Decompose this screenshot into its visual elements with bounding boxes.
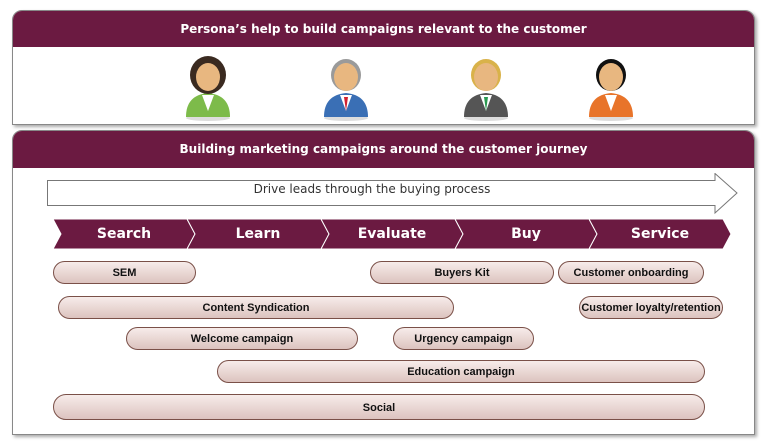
campaign-customer-loyalty-retention: Customer loyalty/retention	[579, 296, 723, 319]
campaign-sem: SEM	[53, 261, 196, 284]
persona-icon	[183, 55, 233, 121]
persona-icon	[586, 55, 636, 121]
process-arrow-label: Drive leads through the buying process	[253, 182, 491, 196]
stage-evaluate: Evaluate	[321, 219, 463, 249]
journey-panel: Building marketing campaigns around the …	[12, 130, 755, 435]
journey-title: Building marketing campaigns around the …	[13, 131, 754, 168]
stage-search: Search	[53, 219, 195, 249]
stage-label: Evaluate	[357, 226, 427, 242]
campaign-content-syndication: Content Syndication	[58, 296, 454, 319]
campaign-social: Social	[53, 394, 705, 420]
persona-icon	[461, 55, 511, 121]
campaign-welcome-campaign: Welcome campaign	[126, 327, 358, 350]
stage-label: Buy	[511, 226, 541, 242]
stage-label: Learn	[235, 226, 281, 242]
campaign-customer-onboarding: Customer onboarding	[558, 261, 704, 284]
campaign-urgency-campaign: Urgency campaign	[393, 327, 534, 350]
campaign-buyers-kit: Buyers Kit	[370, 261, 554, 284]
personas-title: Persona’s help to build campaigns releva…	[13, 11, 754, 47]
campaign-education-campaign: Education campaign	[217, 360, 705, 383]
persona-icon	[321, 55, 371, 121]
stage-label: Search	[96, 226, 152, 242]
personas-panel: Persona’s help to build campaigns releva…	[12, 10, 755, 125]
process-arrow	[47, 173, 738, 215]
stage-buy: Buy	[455, 219, 597, 249]
stage-service: Service	[589, 219, 731, 249]
stage-learn: Learn	[187, 219, 329, 249]
stage-label: Service	[630, 226, 690, 242]
